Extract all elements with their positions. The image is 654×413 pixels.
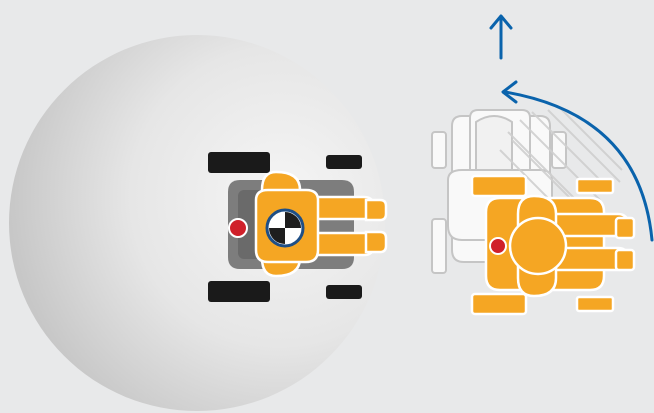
- occupant-foot-top: [364, 198, 388, 222]
- caster-wheel-bottom: [326, 285, 362, 299]
- rotated-foot-bottom: [614, 248, 636, 272]
- rotation-sequence: [431, 14, 654, 316]
- rotated-rotation-point-marker: [489, 237, 507, 255]
- rear-wheel-top: [208, 152, 270, 173]
- wheelchair-top-view: [208, 152, 388, 302]
- rear-wheel-bottom: [208, 281, 270, 302]
- rotated-foot-top: [614, 216, 636, 240]
- occupant-foot-bottom: [364, 230, 388, 254]
- rotated-wheel-bottom-left: [470, 292, 528, 316]
- curved-arrow-counterclockwise-icon: [501, 80, 654, 242]
- caster-wheel-top: [326, 155, 362, 169]
- arrow-up-icon: [489, 14, 513, 60]
- rotated-wheelchair: [470, 174, 636, 316]
- center-of-gravity-icon: [265, 208, 305, 248]
- rotated-caster-top: [575, 177, 615, 195]
- rotation-point-marker: [228, 218, 248, 238]
- rotated-wheel-top-left: [470, 174, 528, 198]
- turning-circle: [9, 35, 385, 411]
- turning-circle-group: [9, 35, 385, 411]
- rotated-caster-bottom: [575, 295, 615, 313]
- occupant: [254, 170, 388, 278]
- rotated-occupant-head: [508, 216, 568, 276]
